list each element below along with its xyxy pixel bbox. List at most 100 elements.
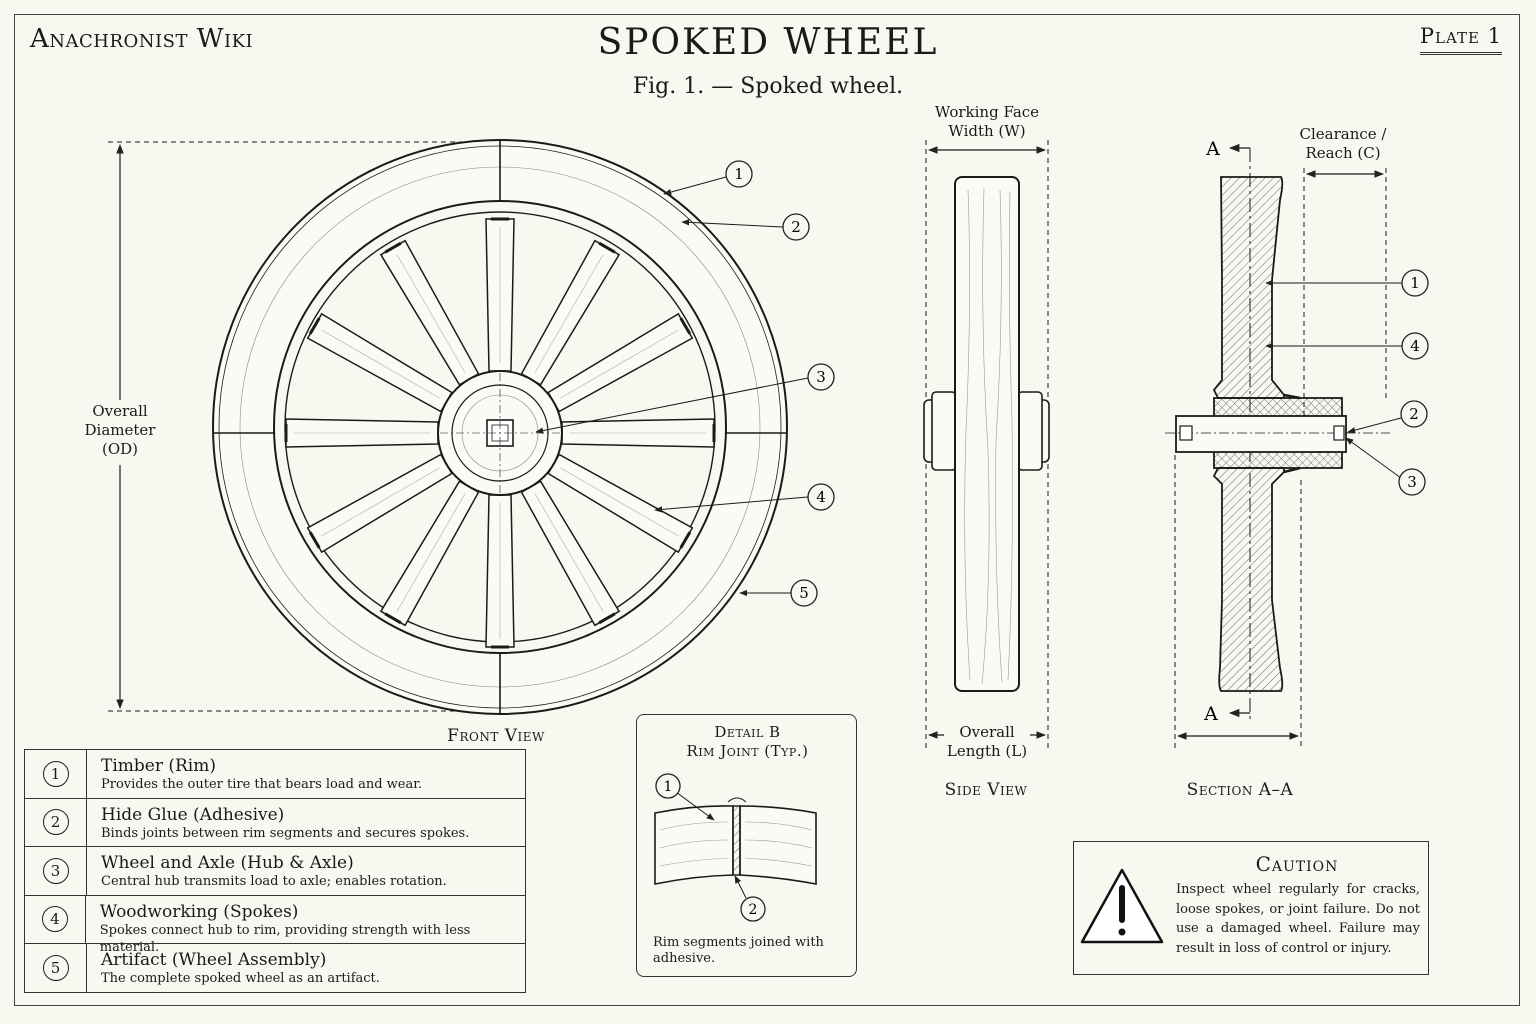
caution-text: Inspect wheel regularly for cracks, loos… <box>1176 882 1420 956</box>
table-row: 1 Timber (Rim)Provides the outer tire th… <box>25 750 525 799</box>
legend-number-cell: 4 <box>25 895 86 943</box>
overall-length-label: Overall Length (L) <box>944 723 1030 761</box>
dim-line: Width (W) <box>948 122 1026 140</box>
spoke-grain <box>534 254 604 373</box>
detail-note: Rim segments joined with adhesive. <box>653 935 824 966</box>
front-view-title: Front View <box>447 726 545 746</box>
spoke-grain <box>321 329 440 399</box>
clearance-reach-label: Clearance / Reach (C) <box>1290 125 1396 163</box>
legend-part-name: Woodworking (Spokes) <box>99 901 299 922</box>
spoke-tenon <box>598 241 616 254</box>
plate-label: Plate 1 <box>1419 24 1502 55</box>
callout-4: 4 <box>1401 332 1429 360</box>
working-face-width-label: Working Face Width (W) <box>927 103 1047 141</box>
callout-1: 1 <box>655 773 681 799</box>
legend-part-name: Wheel and Axle (Hub & Axle) <box>101 853 354 873</box>
legend-part-desc: The complete spoked wheel as an artifact… <box>101 971 380 986</box>
detail-b-box: Detail B Rim Joint (Typ.) Rim segments j… <box>636 714 857 977</box>
legend-number-cell: 1 <box>25 750 87 798</box>
dim-line: Overall <box>959 723 1015 741</box>
figure-caption: Fig. 1. — Spoked wheel. <box>632 74 904 99</box>
section-marker-top: A <box>1205 138 1220 160</box>
spoke-grain <box>321 467 440 537</box>
side-view-wheel <box>923 140 1050 752</box>
callout-2: 2 <box>1400 400 1428 428</box>
callout-label: 1 <box>734 165 744 183</box>
legend-number-cell: 3 <box>25 847 87 895</box>
legend-text-cell: Woodworking (Spokes)Spokes connect hub t… <box>86 896 525 955</box>
warning-triangle-icon <box>1080 868 1164 944</box>
spoke-tenon <box>679 317 692 335</box>
detail-title-line: Rim Joint (Typ.) <box>686 742 809 760</box>
callout-label: 2 <box>749 902 758 918</box>
caution-box: Caution Inspect wheel regularly for crac… <box>1073 841 1429 975</box>
dim-line: Diameter <box>84 421 156 439</box>
spoke-grain <box>396 493 466 612</box>
callout-3: 3 <box>807 363 835 391</box>
table-row: 3 Wheel and Axle (Hub & Axle)Central hub… <box>25 847 525 896</box>
callout-label: 3 <box>1407 473 1417 491</box>
side-view-title: Side View <box>944 780 1028 800</box>
dim-line: (OD) <box>101 440 139 458</box>
legend-part-desc: Spokes connect hub to rim, providing str… <box>99 922 471 955</box>
page-border <box>14 14 1520 1006</box>
dim-line: Reach (C) <box>1305 144 1381 162</box>
detail-title-line: Detail B <box>714 723 781 741</box>
section-marker-bottom: A <box>1203 703 1218 725</box>
callout-label: 4 <box>816 488 826 506</box>
callout-4: 4 <box>807 483 835 511</box>
section-callouts: 1 4 2 3 A A <box>1203 138 1429 725</box>
spoke-tenon <box>384 612 402 625</box>
callout-1: 1 <box>725 160 753 188</box>
legend-text-cell: Wheel and Axle (Hub & Axle)Central hub t… <box>87 847 447 895</box>
callout-label: 5 <box>799 584 809 602</box>
legend-number: 4 <box>41 906 68 933</box>
callout-label: 2 <box>791 218 801 236</box>
spoke-tenon <box>308 531 321 549</box>
parts-legend-table: 1 Timber (Rim)Provides the outer tire th… <box>24 749 526 993</box>
table-row: 4 Woodworking (Spokes)Spokes connect hub… <box>25 895 525 955</box>
spokes <box>284 217 716 649</box>
table-row: 5 Artifact (Wheel Assembly)The complete … <box>25 944 525 992</box>
spoke-tenon <box>308 317 321 335</box>
callout-label: 3 <box>816 368 826 386</box>
legend-text-cell: Hide Glue (Adhesive)Binds joints between… <box>87 799 469 847</box>
page-title: SPOKED WHEEL <box>597 22 939 63</box>
legend-number-cell: 5 <box>25 944 87 992</box>
legend-part-desc: Binds joints between rim segments and se… <box>101 825 470 841</box>
legend-part-name: Hide Glue (Adhesive) <box>101 804 285 825</box>
section-view-title: Section A–A <box>1186 780 1294 800</box>
callout-label: 4 <box>1410 337 1420 355</box>
detail-callouts: 1 2 <box>655 773 766 922</box>
overall-diameter-label: Overall Diameter (OD) <box>72 402 168 459</box>
detail-rim-joint <box>654 791 817 899</box>
legend-number-cell: 2 <box>25 798 87 846</box>
callout-3: 3 <box>1398 468 1426 496</box>
legend-part-name: Artifact (Wheel Assembly) <box>101 950 327 970</box>
spoke-tenon <box>679 531 692 549</box>
callout-2: 2 <box>740 896 766 922</box>
spoke-tenon <box>384 241 402 254</box>
front-callouts: 1 2 3 4 5 <box>725 160 835 607</box>
legend-number: 5 <box>42 954 69 981</box>
callout-label: 1 <box>664 779 673 795</box>
callout-1: 1 <box>1401 269 1429 297</box>
legend-number: 2 <box>42 809 69 836</box>
brand-name: Anachronist Wiki <box>30 24 254 54</box>
legend-number: 1 <box>42 760 69 787</box>
callout-5: 5 <box>790 579 818 607</box>
table-row: 2 Hide Glue (Adhesive)Binds joints betwe… <box>25 798 525 847</box>
caution-title: Caution <box>1255 852 1339 876</box>
legend-text-cell: Timber (Rim)Provides the outer tire that… <box>87 750 422 798</box>
dim-line: Overall <box>92 402 148 420</box>
spoke-grain <box>560 467 679 537</box>
dim-line: Working Face <box>934 103 1040 121</box>
legend-part-name: Timber (Rim) <box>101 756 216 776</box>
callout-label: 1 <box>1410 274 1420 292</box>
spoke-grain <box>560 329 679 399</box>
callout-label: 2 <box>1409 405 1419 423</box>
section-view <box>1165 143 1402 750</box>
spoke-tenon <box>598 612 616 625</box>
